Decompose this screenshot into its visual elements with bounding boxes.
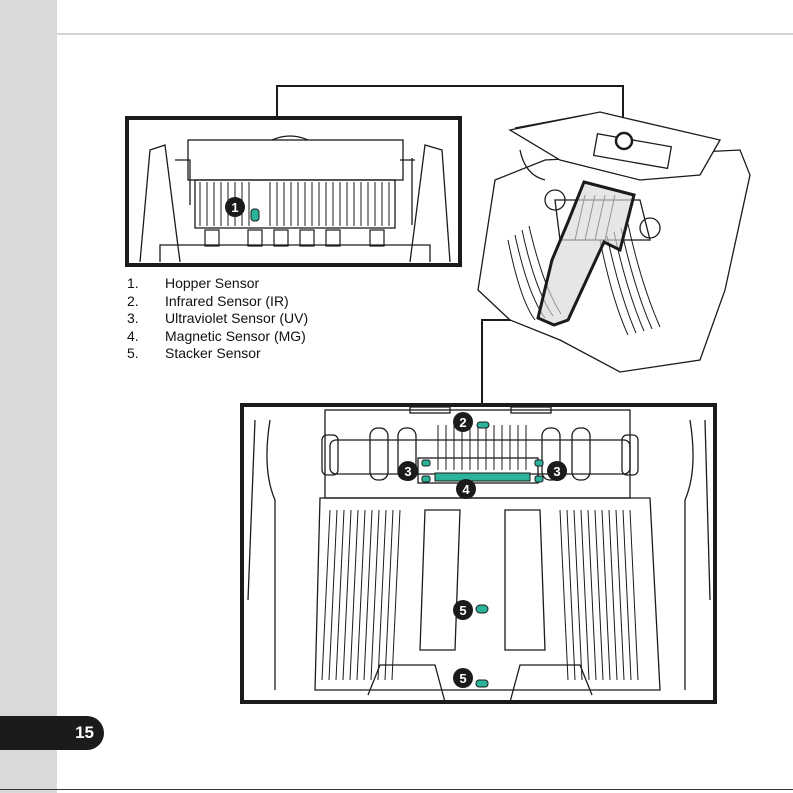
legend-item: 1.Hopper Sensor: [127, 275, 308, 293]
marker-1: 1: [231, 200, 238, 215]
hopper-detail-view: 1: [127, 118, 460, 265]
infrared-sensor-icon: [477, 422, 489, 428]
marker-4: 4: [462, 482, 470, 497]
legend-item: 5.Stacker Sensor: [127, 345, 308, 363]
hopper-sensor-icon: [251, 209, 259, 221]
sensor-legend: 1.Hopper Sensor 2.Infrared Sensor (IR) 3…: [127, 275, 308, 363]
legend-item: 3.Ultraviolet Sensor (UV): [127, 310, 308, 328]
marker-2: 2: [459, 415, 466, 430]
stacker-sensor-bottom-icon: [476, 680, 488, 687]
magnetic-sensor-icon: [435, 473, 530, 481]
marker-5-top: 5: [459, 603, 466, 618]
uv-sensor-right-icon: [535, 460, 543, 466]
hopper-sensor-locator: [616, 133, 632, 149]
uv-sensor-left-icon: [422, 460, 430, 466]
legend-item: 4.Magnetic Sensor (MG): [127, 328, 308, 346]
marker-3-left: 3: [404, 464, 411, 479]
channel-detail-view: 2 3 3 4 5 5: [242, 405, 715, 702]
stacker-sensor-top-icon: [476, 605, 488, 613]
marker-3-right: 3: [553, 464, 560, 479]
marker-5-bottom: 5: [459, 671, 466, 686]
legend-item: 2.Infrared Sensor (IR): [127, 293, 308, 311]
